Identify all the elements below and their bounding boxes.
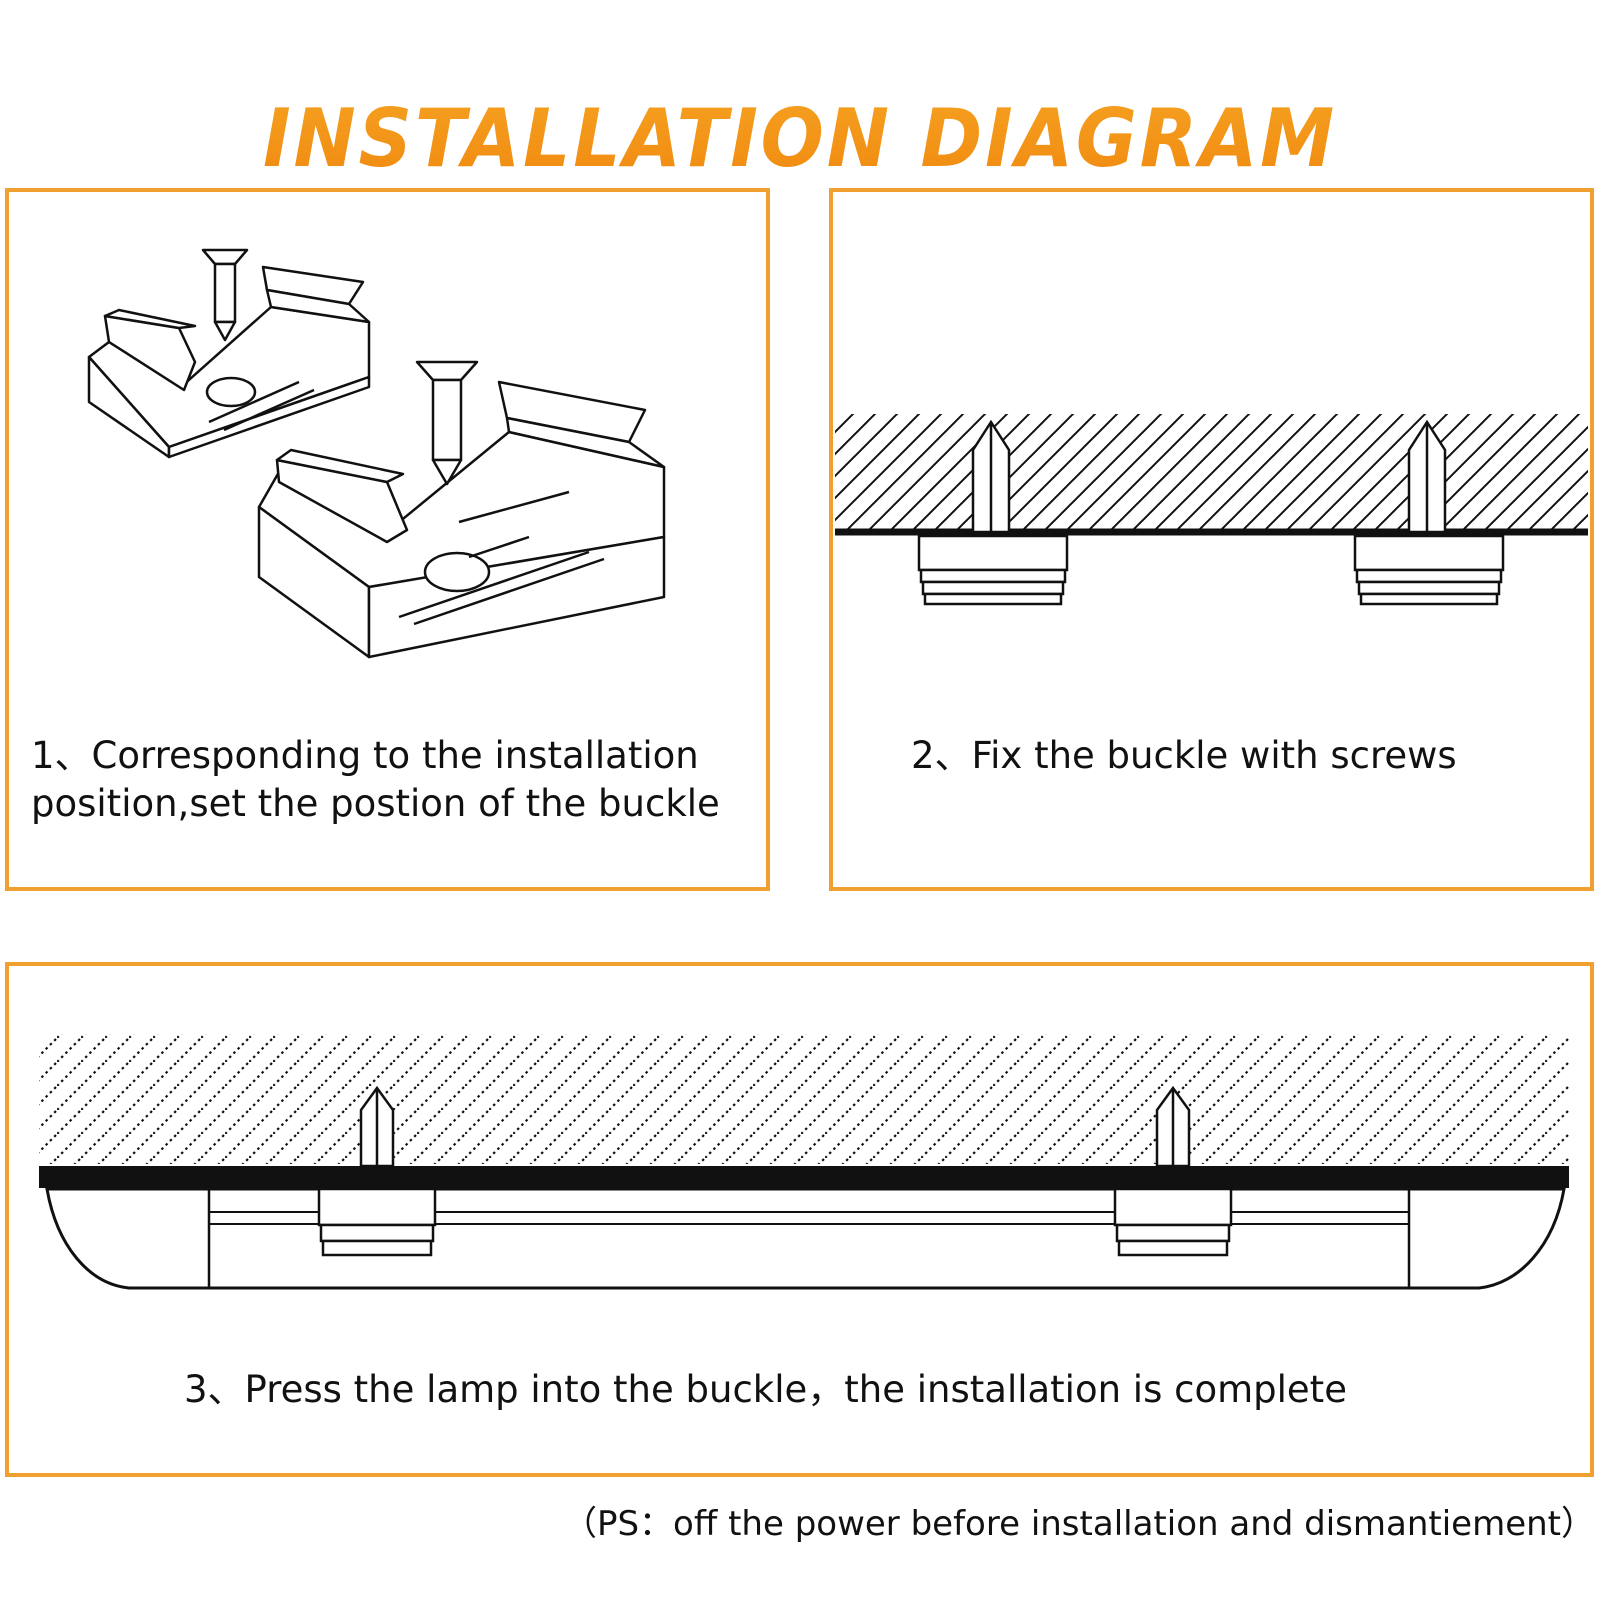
screw-small-head bbox=[201, 248, 249, 266]
screw-right bbox=[1155, 1085, 1191, 1168]
step-2-caption: 2、Fix the buckle with screws bbox=[911, 734, 1457, 777]
buckle-large-groove bbox=[458, 490, 570, 524]
lamp-installed-illustration bbox=[39, 1034, 1569, 1290]
screw-large-tip bbox=[431, 458, 463, 486]
buckle-large-left-lip bbox=[275, 448, 405, 484]
step-1-caption: 1、Corresponding to the installation posi… bbox=[31, 734, 720, 825]
lamp-housing bbox=[45, 1187, 1566, 1290]
step-1-panel: 1、Corresponding to the installation posi… bbox=[5, 188, 770, 891]
title-text-svg: INSTALLATION DIAGRAM bbox=[263, 93, 1337, 185]
buckle-large-groove bbox=[413, 557, 605, 626]
step-3-panel: 3、Press the lamp into the buckle，the ins… bbox=[5, 962, 1594, 1477]
screw-left bbox=[359, 1085, 395, 1168]
screw-fixing-illustration bbox=[835, 414, 1588, 606]
buckle-left-side bbox=[317, 1187, 437, 1257]
buckle-small-hole bbox=[205, 376, 257, 408]
buckle-small bbox=[87, 265, 371, 459]
buckle-small-groove bbox=[208, 380, 300, 424]
buckle-small-groove bbox=[223, 388, 315, 432]
ceiling-mount-bar bbox=[39, 1166, 1569, 1188]
step-3-caption: 3、Press the lamp into the buckle，the ins… bbox=[184, 1368, 1347, 1411]
screw-right bbox=[1407, 419, 1447, 534]
screw-left bbox=[971, 419, 1011, 534]
buckle-small-bottom-edge bbox=[167, 375, 371, 459]
safety-note: （PS：off the power before installation an… bbox=[562, 1504, 1595, 1544]
screw-small-shank bbox=[213, 262, 237, 324]
buckle-right-side bbox=[1353, 534, 1505, 606]
step-2-panel: 2、Fix the buckle with screws bbox=[829, 188, 1594, 891]
buckle-left-side bbox=[917, 534, 1069, 606]
buckle-large-slot bbox=[468, 535, 530, 559]
lamp-body bbox=[45, 1187, 1566, 1290]
screw-large-head bbox=[415, 360, 479, 382]
screw-large bbox=[415, 360, 479, 486]
buckle-small-left-lip bbox=[103, 308, 197, 330]
buckle-large bbox=[257, 380, 666, 659]
screw-large-shank bbox=[431, 378, 463, 462]
buckle-large-hole bbox=[423, 551, 491, 593]
buckle-large-groove bbox=[398, 550, 590, 619]
screw-small bbox=[201, 248, 249, 342]
buckle-right-side bbox=[1113, 1187, 1233, 1257]
buckle-placement-illustration bbox=[87, 248, 666, 659]
buckle-small-right-wall bbox=[265, 288, 371, 324]
ceiling-dotted-hatch bbox=[39, 1034, 1569, 1164]
buckle-large-bottom-face bbox=[367, 535, 666, 659]
title-text: INSTALLATION DIAGRAM bbox=[263, 93, 1337, 185]
screw-small-tip bbox=[213, 320, 237, 342]
ceiling-hatch bbox=[835, 414, 1588, 530]
buckle-large-right-wall bbox=[505, 416, 666, 469]
